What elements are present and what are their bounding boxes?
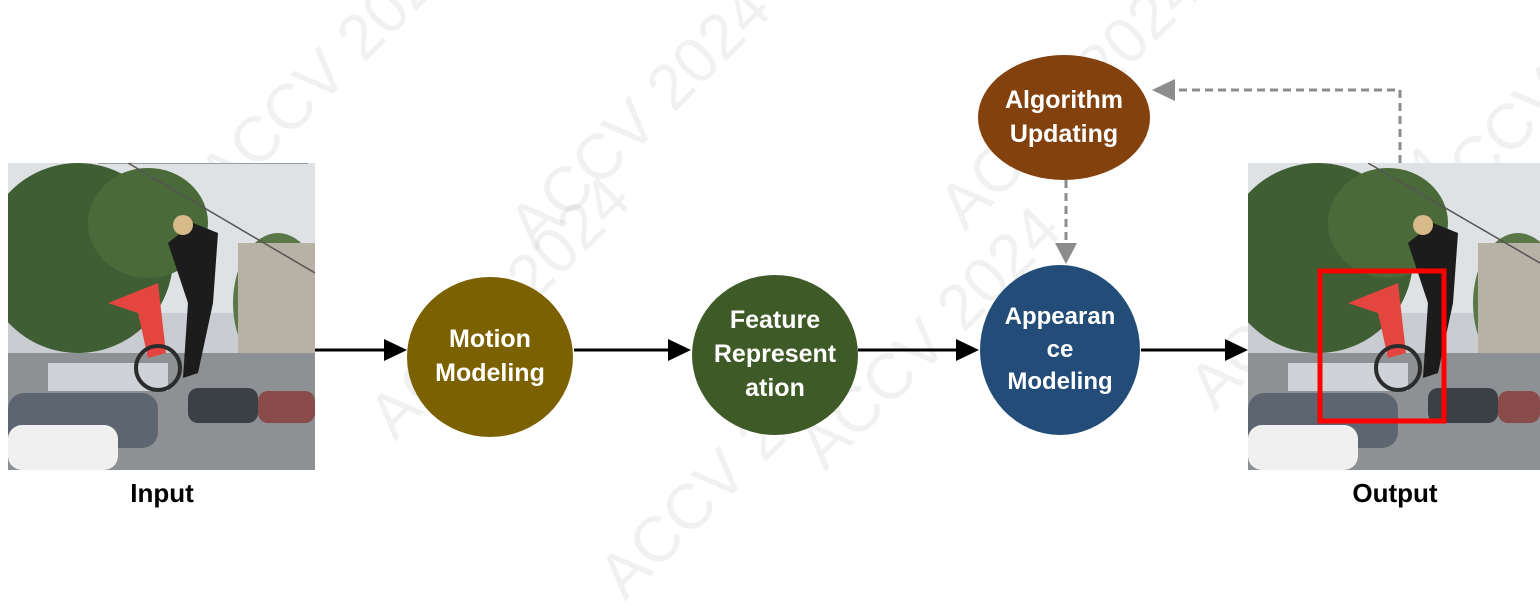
output-image	[1248, 163, 1540, 470]
arrow-appearance-to-output	[1141, 339, 1248, 361]
appearance-modeling-label: Appearan ce Modeling	[1004, 303, 1116, 396]
motion-modeling-label: Motion Modeling	[435, 325, 545, 387]
output-caption: Output	[1352, 478, 1438, 508]
motion-modeling-node: Motion Modeling	[407, 277, 573, 437]
arrow-input-to-motion	[315, 339, 407, 361]
algorithm-updating-label: Algorithm Updating	[1004, 85, 1124, 148]
input-image	[8, 163, 315, 470]
arrow-feature-to-appearance	[858, 339, 979, 361]
arrow-motion-to-feature	[574, 339, 691, 361]
algorithm-updating-node: Algorithm Updating	[978, 55, 1150, 180]
appearance-modeling-node: Appearan ce Modeling	[980, 265, 1140, 435]
input-caption: Input	[130, 478, 194, 508]
arrow-algorithm-to-appearance	[1055, 180, 1077, 264]
feature-representation-node: Feature Represent ation	[692, 275, 858, 435]
arrow-output-to-algorithm	[1152, 79, 1402, 163]
watermark: ACCV 2024	[494, 0, 784, 262]
feature-representation-label: Feature Represent ation	[713, 306, 837, 402]
tracking-box	[1317, 268, 1447, 424]
